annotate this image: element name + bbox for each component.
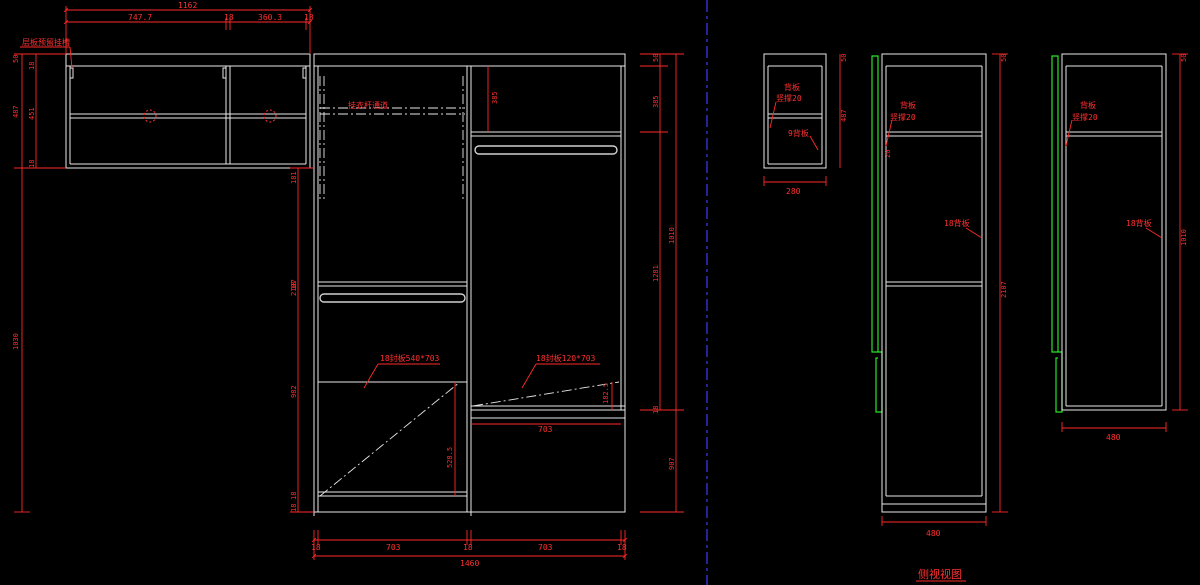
dim-top-t2: 18 [304, 13, 314, 22]
hole-right [263, 109, 277, 123]
dim-left-t-b: 18 [28, 160, 36, 168]
label-lower-right-w: 703 [538, 425, 553, 434]
dim-right-a: 385 [652, 95, 660, 108]
label-lower-h: 528.5 [446, 447, 454, 468]
dim-bottom-overall: 1460 [460, 559, 479, 568]
side-a-label-0: 背板 [900, 100, 916, 110]
side-b-width: 480 [1106, 433, 1121, 442]
dim-top-left: 747.7 [128, 13, 152, 22]
hole-left [143, 109, 157, 123]
panel-callout-left: 18封板540*703 [380, 353, 440, 363]
side-small-label-0: 背板 [784, 82, 800, 92]
green-panel-b [1051, 55, 1063, 413]
dim-bottom-right: 703 [538, 543, 553, 552]
dim-inner-e: 18 [290, 492, 298, 500]
dim-right-b: 1010 [668, 227, 676, 244]
side-view-a: 480 50 2107 背板 竖撑20 18背板 20 [871, 53, 1008, 538]
side-a-height: 2107 [1000, 281, 1008, 298]
dim-inner-f: 18 [290, 504, 298, 512]
side-a-top: 50 [1000, 54, 1008, 62]
dim-left-t-a: 18 [28, 62, 36, 70]
side-view-caption: 侧视视图 [918, 567, 962, 581]
side-view-b: 480 50 1010 背板 竖撑20 18背板 [1051, 53, 1188, 442]
side-view-small: 280 50 487 背板 竖撑20 9背板 [763, 53, 848, 196]
dim-top-overall: 1162 [178, 1, 197, 10]
dim-top-mid: 360.3 [258, 13, 282, 22]
dim-left-top-gap: 50 [12, 55, 20, 63]
dim-inner-a: 181 [290, 171, 298, 184]
dim-left-upper-h: 487 [12, 105, 20, 118]
green-panel-a [871, 55, 883, 413]
dim-inner-d: 982 [290, 385, 298, 398]
dim-inner-b: 2107 [290, 279, 298, 296]
upper-cabinet-note: 层板预留挂槽 [22, 37, 70, 47]
dim-bottom-t1: 18 [311, 543, 321, 552]
side-a-label-2: 18背板 [944, 218, 970, 228]
dim-bottom-t2: 18 [463, 543, 473, 552]
side-small-label-1: 竖撑20 [776, 93, 802, 103]
label-drawer-gap: 385 [491, 91, 499, 104]
dim-inner-c: 18 [290, 282, 298, 290]
dim-right-e: 907 [668, 457, 676, 470]
side-a-small-dim: 20 [884, 150, 892, 158]
side-b-label-2: 18背板 [1126, 218, 1152, 228]
dim-bottom-t3: 18 [617, 543, 627, 552]
side-a-label-1: 竖撑20 [890, 112, 916, 122]
upper-cabinet [65, 53, 311, 169]
label-pants-rail: 挂衣杆通道 [348, 100, 388, 110]
side-small-width: 280 [786, 187, 801, 196]
dim-top-t1: 18 [224, 13, 234, 22]
dim-right-c: 1281 [652, 265, 660, 282]
front-dimensions: 1162 747.7 18 360.3 18 层板预留挂槽 50 487 18 … [12, 1, 684, 568]
dim-right-d: 18 [652, 406, 660, 414]
dim-left-full: 1030 [12, 333, 20, 350]
side-small-height: 487 [840, 109, 848, 122]
side-a-width: 480 [926, 529, 941, 538]
front-view: 1162 747.7 18 360.3 18 层板预留挂槽 50 487 18 … [12, 1, 684, 568]
dim-right-top: 50 [652, 54, 660, 62]
panel-callout-right: 18封板120*703 [536, 353, 596, 363]
side-small-label-2: 9背板 [788, 128, 809, 138]
side-small-top: 50 [840, 54, 848, 62]
label-lower-right-h: 182.5 [602, 383, 610, 404]
dim-left-inner: 451 [28, 107, 36, 120]
dim-bottom-left: 703 [386, 543, 401, 552]
side-b-label-1: 竖撑20 [1072, 112, 1098, 122]
tall-cabinet [313, 53, 626, 516]
side-b-height: 1010 [1180, 229, 1188, 246]
side-b-top: 50 [1180, 54, 1188, 62]
side-b-label-0: 背板 [1080, 100, 1096, 110]
